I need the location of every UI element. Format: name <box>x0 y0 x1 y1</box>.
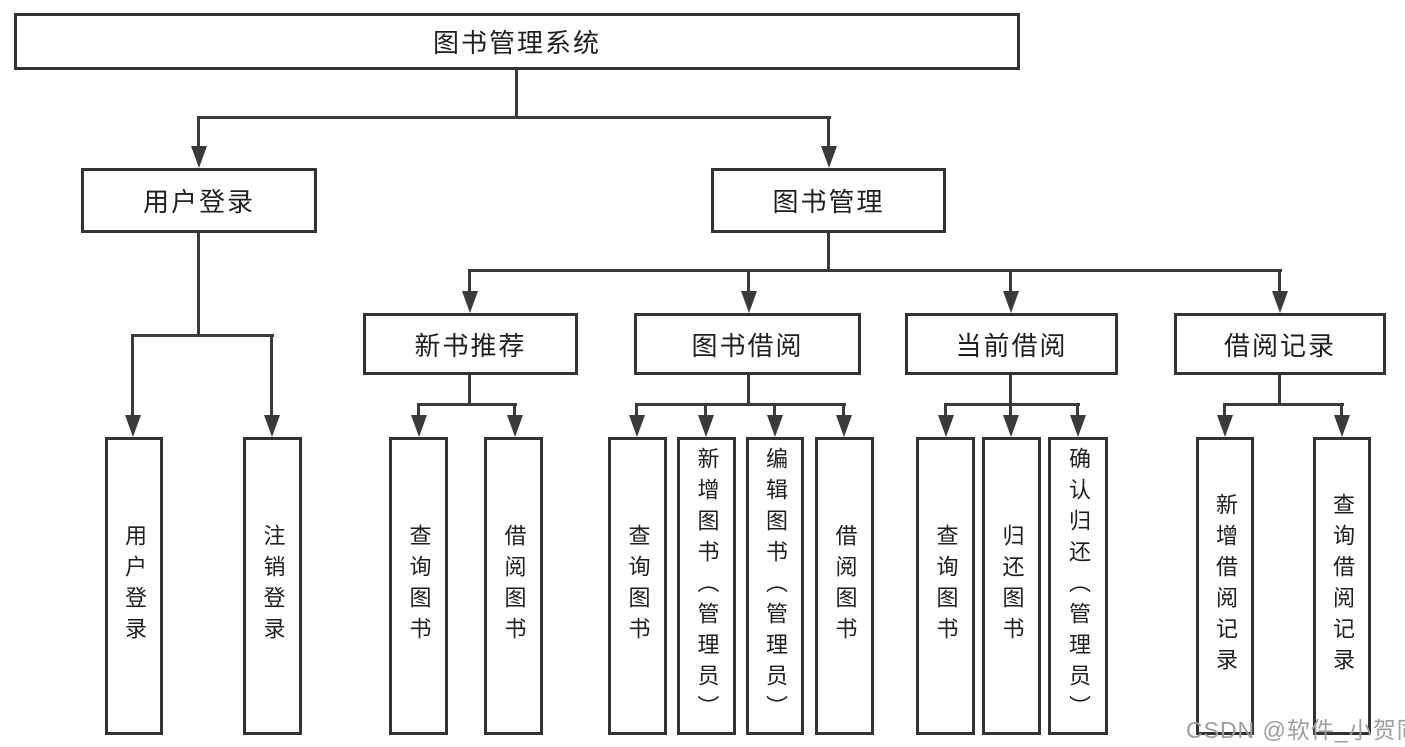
connector-line <box>513 403 516 421</box>
leaf-add-borrow-record: 新增借阅记录 <box>1196 437 1254 735</box>
connector-line <box>131 334 134 420</box>
leaf-borrow-books-borrowing-label: 借阅图书 <box>832 524 858 648</box>
leaf-query-books-borrowing: 查询图书 <box>608 437 667 735</box>
leaf-query-books-recommend: 查询图书 <box>389 437 448 735</box>
leaf-confirm-return-admin-label: 确认归还（管理员） <box>1066 446 1091 726</box>
arrowhead-down-icon <box>1003 415 1019 437</box>
leaf-borrow-books-recommend: 借阅图书 <box>484 437 543 735</box>
node-new-book-recommend-label: 新书推荐 <box>414 330 527 361</box>
arrowhead-down-icon <box>462 291 478 313</box>
arrowhead-down-icon <box>836 415 852 437</box>
connector-line <box>417 403 517 406</box>
connector-line <box>1076 403 1079 421</box>
arrowhead-down-icon <box>938 415 954 437</box>
node-current-borrowing: 当前借阅 <box>905 313 1118 375</box>
node-current-borrowing-label: 当前借阅 <box>955 330 1068 361</box>
connector-line <box>747 269 750 297</box>
leaf-add-borrow-record-label: 新增借阅记录 <box>1213 493 1238 679</box>
arrowhead-down-icon <box>1070 415 1086 437</box>
node-user-login-label: 用户登录 <box>142 187 255 217</box>
connector-line <box>270 334 273 420</box>
leaf-return-book-label: 归还图书 <box>999 524 1025 648</box>
connector-line <box>1223 403 1344 406</box>
leaf-query-borrow-record: 查询借阅记录 <box>1313 437 1371 735</box>
arrowhead-down-icon <box>821 146 837 168</box>
root-node-label: 图书管理系统 <box>432 28 601 58</box>
leaf-user-login-label: 用户登录 <box>122 524 147 648</box>
node-book-management: 图书管理 <box>711 168 946 233</box>
connector-line <box>131 334 274 337</box>
arrowhead-down-icon <box>411 415 427 437</box>
connector-line <box>747 375 750 406</box>
root-node-library-management-system: 图书管理系统 <box>14 13 1020 70</box>
arrowhead-down-icon <box>767 415 783 437</box>
leaf-edit-book-admin-label: 编辑图书（管理员） <box>763 446 788 726</box>
leaf-confirm-return-admin: 确认归还（管理员） <box>1048 437 1108 735</box>
arrowhead-down-icon <box>1272 291 1288 313</box>
arrowhead-down-icon <box>191 146 207 168</box>
connector-line <box>468 375 471 406</box>
connector-line <box>417 403 420 421</box>
connector-line <box>1278 375 1281 406</box>
connector-line <box>468 269 1282 272</box>
connector-line <box>842 403 845 421</box>
arrowhead-down-icon <box>507 415 523 437</box>
connector-line <box>827 233 830 272</box>
connector-line <box>197 116 200 152</box>
connector-line <box>1223 403 1226 421</box>
node-book-borrowing: 图书借阅 <box>634 313 861 375</box>
connector-line <box>773 403 776 421</box>
node-user-login: 用户登录 <box>81 168 317 233</box>
connector-line <box>1009 403 1012 421</box>
arrowhead-down-icon <box>741 291 757 313</box>
connector-line <box>1340 403 1343 421</box>
connector-line <box>197 233 200 337</box>
leaf-query-books-borrowing-label: 查询图书 <box>625 524 651 648</box>
leaf-query-borrow-record-label: 查询借阅记录 <box>1330 493 1355 679</box>
node-book-management-label: 图书管理 <box>772 187 885 217</box>
leaf-user-login: 用户登录 <box>105 437 163 735</box>
leaf-query-books-current-label: 查询图书 <box>933 524 959 648</box>
leaf-edit-book-admin: 编辑图书（管理员） <box>746 437 804 735</box>
leaf-add-book-admin-label: 新增图书（管理员） <box>694 446 720 726</box>
leaf-query-books-current: 查询图书 <box>916 437 975 735</box>
connector-line <box>1278 269 1281 297</box>
arrowhead-down-icon <box>698 415 714 437</box>
node-book-borrowing-label: 图书借阅 <box>691 330 804 361</box>
leaf-return-book: 归还图书 <box>982 437 1041 735</box>
node-new-book-recommend: 新书推荐 <box>363 313 578 375</box>
csdn-watermark: CSDN @软件_小贺同学 <box>1186 717 1405 743</box>
connector-line <box>704 403 707 421</box>
connector-line <box>197 116 831 119</box>
connector-line <box>1009 269 1012 297</box>
connector-line <box>827 116 830 152</box>
node-borrowing-records-label: 借阅记录 <box>1223 330 1336 361</box>
connector-line <box>1009 375 1012 406</box>
connector-line <box>468 269 471 297</box>
leaf-add-book-admin: 新增图书（管理员） <box>677 437 736 735</box>
arrowhead-down-icon <box>125 415 141 437</box>
arrowhead-down-icon <box>1217 415 1233 437</box>
arrowhead-down-icon <box>1003 291 1019 313</box>
connector-line <box>635 403 846 406</box>
connector-line <box>944 403 1080 406</box>
node-borrowing-records: 借阅记录 <box>1174 313 1386 375</box>
arrowhead-down-icon <box>629 415 645 437</box>
arrowhead-down-icon <box>264 415 280 437</box>
leaf-logout-label: 注销登录 <box>260 524 286 648</box>
leaf-borrow-books-borrowing: 借阅图书 <box>815 437 874 735</box>
leaf-logout: 注销登录 <box>243 437 302 735</box>
leaf-borrow-books-recommend-label: 借阅图书 <box>501 524 527 648</box>
connector-line <box>635 403 638 421</box>
connector-line <box>515 70 518 119</box>
connector-line <box>944 403 947 421</box>
leaf-query-books-recommend-label: 查询图书 <box>406 524 432 648</box>
arrowhead-down-icon <box>1334 415 1350 437</box>
